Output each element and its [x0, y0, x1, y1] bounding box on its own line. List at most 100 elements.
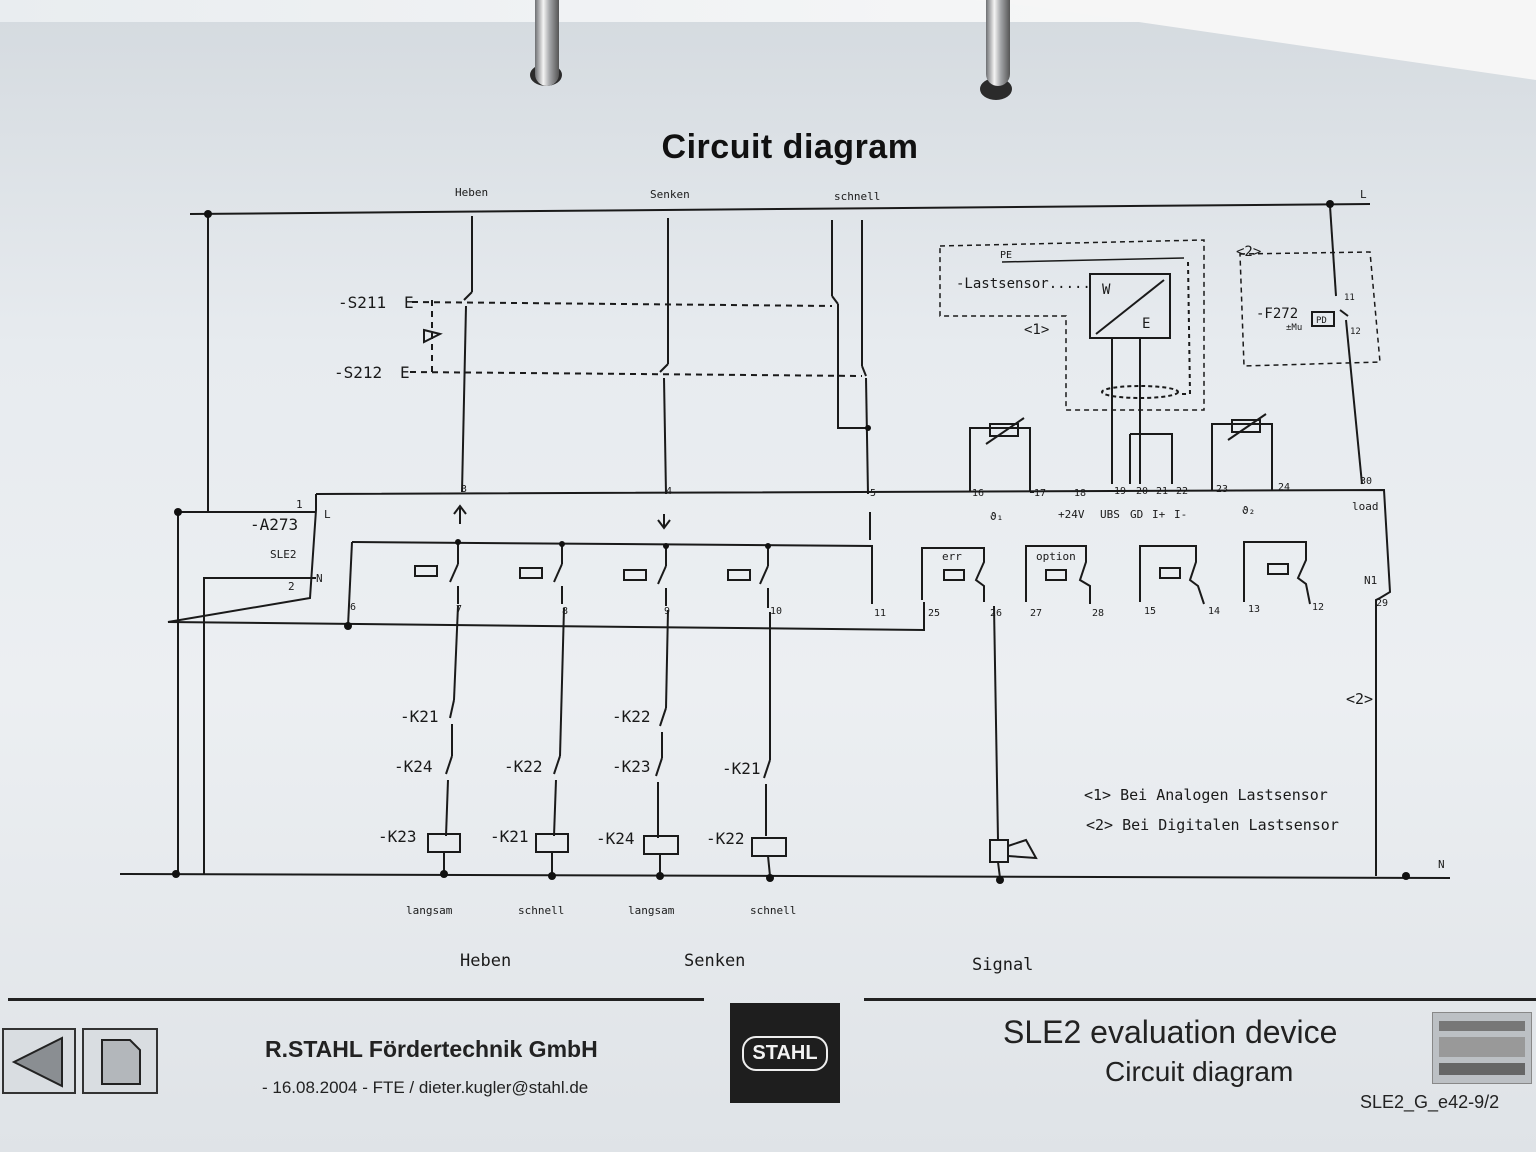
terminal-21: 21: [1156, 486, 1168, 497]
label-s211-e: E: [404, 293, 414, 312]
terminal-26: 26: [990, 608, 1002, 619]
page-index-button[interactable]: [82, 1028, 158, 1094]
speed-langsam-1: langsam: [406, 904, 453, 917]
label-k21-a: -K21: [400, 707, 439, 726]
label-theta1: ϑ₁: [990, 510, 1003, 523]
speed-langsam-2: langsam: [628, 904, 675, 917]
terminal-25: 25: [928, 608, 940, 619]
label-s211: -S211: [338, 293, 386, 312]
terminal-18: 18: [1074, 488, 1086, 499]
label-sle2: SLE2: [270, 548, 297, 561]
terminal-3: 3: [461, 484, 467, 495]
label-k21-b: -K21: [722, 759, 761, 778]
binder-ring: [535, 0, 559, 86]
terminal-4: 4: [666, 486, 672, 497]
terminal-28: 28: [1092, 608, 1104, 619]
label-f272-11: 11: [1344, 293, 1355, 303]
label-k23-a: -K23: [612, 757, 651, 776]
label-err: err: [942, 550, 962, 563]
pin-1: 1: [296, 498, 303, 511]
group-signal: Signal: [972, 955, 1033, 975]
page-title: Circuit diagram: [661, 128, 919, 166]
speed-schnell-1: schnell: [518, 904, 564, 917]
terminal-22: 22: [1176, 486, 1188, 497]
page-icon: [101, 1039, 141, 1085]
speed-schnell-2: schnell: [750, 904, 796, 917]
terminal-6: 6: [350, 602, 356, 613]
coil-k24: -K24: [596, 829, 635, 848]
label-w: W: [1102, 282, 1111, 298]
label-pe: PE: [1000, 250, 1012, 261]
pin-2: 2: [288, 580, 295, 593]
label-24v: +24V: [1058, 508, 1085, 521]
device-subtitle: Circuit diagram: [1105, 1056, 1294, 1087]
device-thumbnail: [1432, 1012, 1532, 1084]
note-analog: <1> Bei Analogen Lastsensor: [1084, 786, 1328, 804]
terminal-23: 23: [1216, 484, 1228, 495]
document-code: SLE2_G_e42-9/2: [1360, 1092, 1500, 1112]
circuit-diagram: Heben Senken schnell L N -S211 E -S212 E…: [119, 186, 1451, 975]
coil-k23: -K23: [378, 827, 417, 846]
label-pd: PD: [1316, 316, 1327, 326]
footer-rule-left: [8, 998, 704, 1001]
previous-page-button[interactable]: [2, 1028, 76, 1094]
terminal-17: 17: [1034, 488, 1046, 499]
label-note1-marker: <1>: [1024, 322, 1049, 338]
back-arrow-icon: [11, 1036, 63, 1088]
terminal-19: 19: [1114, 486, 1126, 497]
terminal-10: 10: [770, 606, 782, 617]
label-gd: GD: [1130, 508, 1143, 521]
label-a273: -A273: [250, 515, 298, 534]
label-s212-e: E: [400, 363, 410, 382]
terminal-12: 12: [1312, 602, 1324, 613]
terminal-30: 30: [1360, 476, 1372, 487]
label-option: option: [1036, 550, 1076, 563]
terminal-16: 16: [972, 488, 984, 499]
device-title: SLE2 evaluation device: [1003, 1014, 1338, 1050]
company-name: R.STAHL Fördertechnik GmbH: [265, 1036, 598, 1062]
terminal-9: 9: [664, 606, 670, 617]
label-f272-12: 12: [1350, 327, 1361, 337]
terminal-5: 5: [870, 488, 876, 499]
label-s212: -S212: [334, 363, 382, 382]
binder-ring: [986, 0, 1010, 86]
note-2-marker: <2>: [1346, 690, 1373, 708]
coil-k22: -K22: [706, 829, 745, 848]
label-mu: ±Mu: [1286, 323, 1302, 333]
label-n-rail: N: [1438, 858, 1445, 871]
document-date: - 16.08.2004 - FTE / dieter.kugler@stahl…: [262, 1078, 589, 1097]
label-iminus: I-: [1174, 508, 1187, 521]
label-theta2: ϑ₂: [1242, 504, 1255, 517]
group-heben: Heben: [460, 951, 511, 971]
l-rail: [189, 203, 1371, 215]
label-senken-top: Senken: [650, 188, 690, 201]
terminal-15: 15: [1144, 606, 1156, 617]
label-k22-a: -K22: [504, 757, 543, 776]
label-k22-b: -K22: [612, 707, 651, 726]
terminal-14: 14: [1208, 606, 1220, 617]
label-heben-top: Heben: [455, 186, 488, 199]
stahl-logo: STAHL: [730, 1003, 840, 1103]
terminal-8: 8: [562, 606, 568, 617]
terminal-29: 29: [1376, 598, 1388, 609]
label-ubs: UBS: [1100, 508, 1120, 521]
pin-n: N: [316, 572, 323, 585]
terminal-27: 27: [1030, 608, 1042, 619]
group-senken: Senken: [684, 951, 745, 971]
label-l-rail: L: [1360, 188, 1367, 201]
pin-l: L: [324, 508, 331, 521]
terminal-20: 20: [1136, 486, 1148, 497]
label-n1: N1: [1364, 574, 1377, 587]
coil-k21: -K21: [490, 827, 529, 846]
label-load: load: [1352, 500, 1379, 513]
terminal-24: 24: [1278, 482, 1290, 493]
label-f272: -F272: [1256, 306, 1298, 322]
terminal-11: 11: [874, 608, 886, 619]
label-schnell-top: schnell: [834, 190, 880, 203]
label-iplus: I+: [1152, 508, 1166, 521]
label-e-box: E: [1142, 316, 1150, 332]
n-rail: [119, 873, 1451, 879]
note-digital: <2> Bei Digitalen Lastsensor: [1086, 816, 1339, 834]
footer-rule-right: [864, 998, 1536, 1001]
